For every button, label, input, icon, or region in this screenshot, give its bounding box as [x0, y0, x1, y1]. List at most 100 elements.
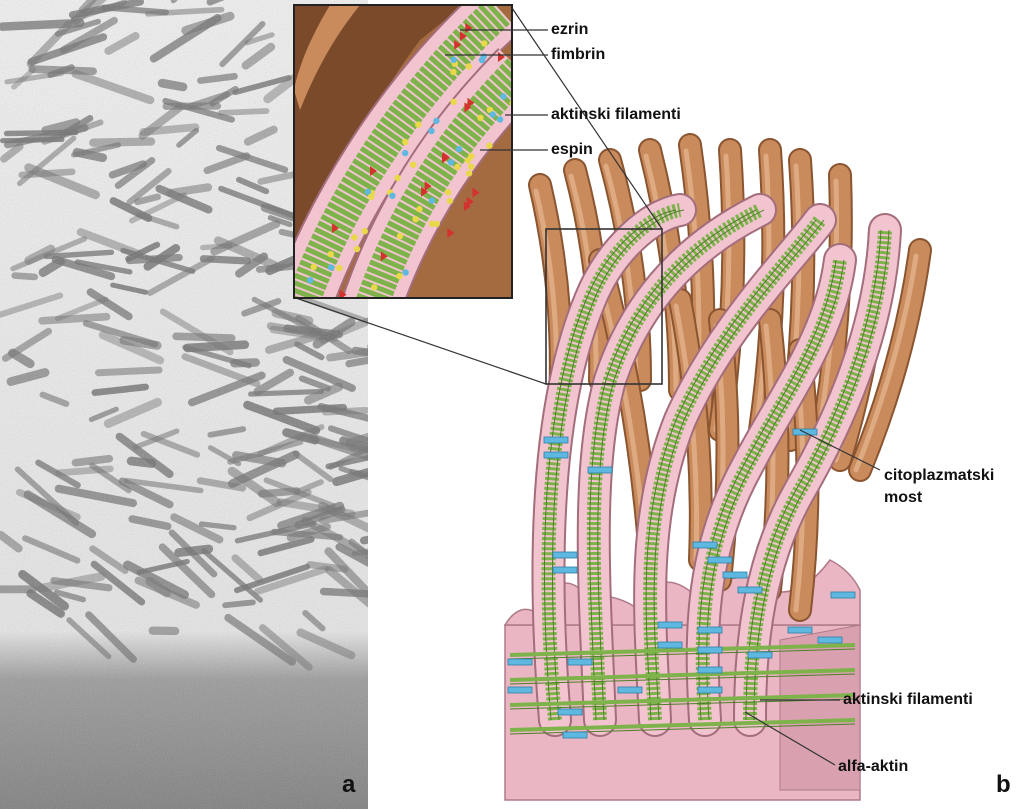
cross-bridge [697, 646, 723, 654]
horizontal-actin-filament [509, 718, 856, 732]
cross-bridge [697, 626, 723, 634]
panel-letter-a: a [342, 771, 356, 798]
zoom-connector-top [509, 4, 663, 230]
inset-tan-rod [294, 5, 360, 110]
fimbrin-dot [468, 153, 475, 160]
ezrin-marker [454, 39, 462, 50]
fimbrin-dot [361, 228, 368, 235]
fimbrin-dot [481, 40, 488, 47]
fimbrin-dot [467, 163, 475, 170]
ezrin-marker [463, 201, 471, 212]
cross-bridge [657, 641, 683, 649]
espin-dot [402, 269, 409, 276]
fimbrin-dot [450, 98, 457, 106]
ezrin-marker [380, 251, 388, 262]
cross-bridge [552, 566, 578, 574]
label-fimbrin: fimbrin [551, 46, 606, 63]
ezrin-marker [331, 223, 339, 234]
actin-bundle [695, 259, 847, 721]
espin-dot [402, 149, 409, 157]
cross-bridge [557, 708, 583, 716]
fimbrin-dot [351, 234, 358, 241]
fimbrin-dot [368, 193, 375, 200]
espin-dot [480, 53, 487, 60]
cross-bridge [617, 686, 643, 694]
horizontal-actin-filament [509, 693, 856, 707]
cross-bridge [562, 731, 588, 739]
ezrin-marker [447, 228, 455, 238]
cross-bridge [552, 551, 578, 559]
actin-strand [589, 209, 757, 721]
actin-bundle [541, 203, 682, 721]
label-cytoplasmic-bridge-line1: citoplazmatski [884, 467, 995, 484]
cross-bridge [587, 466, 613, 474]
actin-strand [597, 209, 765, 721]
fimbrin-dot [327, 251, 334, 258]
ezrin-marker [467, 97, 475, 108]
horizontal-actin-filament [509, 643, 856, 657]
fimbrin-dot [454, 163, 461, 171]
fimbrin-dot [446, 197, 454, 205]
ezrin-marker [464, 102, 472, 113]
espin-dot [520, 74, 526, 80]
horizontal-actin-filament [509, 668, 856, 682]
fimbrin-dot [412, 216, 419, 223]
fimbrin-dot [396, 232, 404, 240]
cross-bridge [692, 541, 718, 549]
cytoplasmic-bridges [507, 428, 856, 739]
cross-bridge [787, 626, 813, 634]
ezrin-marker [370, 166, 377, 176]
fimbrin-dot [433, 220, 440, 227]
fimbrin-dot [444, 189, 452, 196]
inset-magnification [293, 4, 526, 299]
actin-bundle [743, 229, 892, 721]
horizontal-actin-strand [509, 648, 856, 660]
fimbrin-dot [486, 142, 493, 149]
espin-dot [364, 188, 372, 196]
fimbrin-dot [394, 174, 401, 182]
actin-bundle [586, 203, 764, 721]
label-ezrin: ezrin [551, 21, 589, 38]
label-alpha-actinin: alfa-aktin [838, 758, 909, 775]
ezrin-marker [472, 187, 480, 198]
fimbrin-dot [310, 263, 317, 271]
cross-bridge [697, 686, 723, 694]
fimbrin-dot [450, 68, 457, 76]
pink-stereocilium [635, 205, 835, 735]
ezrin-marker [424, 181, 432, 192]
inset-actin-bundle [356, 57, 512, 298]
inset-actin-bundle [294, 5, 512, 298]
zoom-source-box [545, 228, 663, 385]
espin-dot [513, 89, 519, 95]
cross-bridge [543, 436, 569, 444]
tan-stereocilium [600, 150, 650, 390]
tan-stereocilium [670, 290, 711, 570]
actin-strand [753, 229, 890, 721]
cross-bridge [543, 451, 569, 459]
ezrin-marker [421, 186, 429, 197]
label-espin: espin [551, 141, 593, 158]
tan-stereocilium-highlight [853, 253, 919, 473]
fimbrin-dot [415, 121, 422, 128]
ezrin-marker [339, 289, 347, 298]
actin-strand [698, 259, 837, 721]
ezrin-marker [459, 31, 467, 42]
actin-strand [645, 219, 817, 721]
cross-bridge [830, 591, 856, 599]
fimbrin-dot [353, 245, 361, 253]
espin-dot [307, 277, 314, 284]
horizontal-actin-strand [509, 673, 856, 685]
fimbrin-dot [465, 63, 472, 70]
cross-bridge [737, 586, 763, 594]
espin-dot [496, 116, 504, 123]
zoom-connector-bottom [295, 297, 547, 385]
fimbrin-dot [402, 138, 409, 146]
leader-lines [445, 29, 881, 766]
cross-bridge [507, 686, 533, 694]
cross-bridge [817, 636, 843, 644]
fimbrin-dot [416, 205, 423, 213]
cross-bridge [747, 651, 773, 659]
fimbrin-dot [465, 170, 473, 177]
espin-dot [389, 192, 396, 199]
